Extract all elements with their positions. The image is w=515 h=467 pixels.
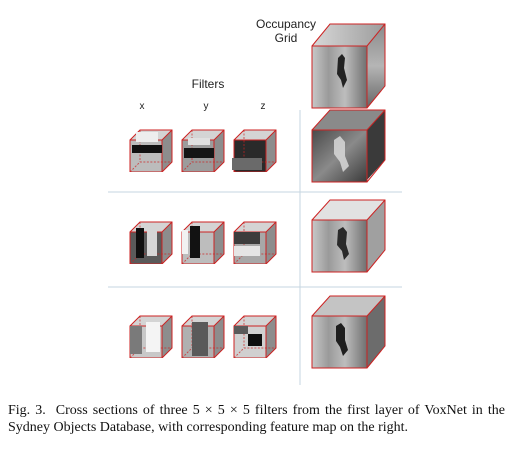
feature-map-cube-row1 bbox=[311, 109, 386, 183]
figure-number: Fig. 3. bbox=[8, 403, 46, 418]
filters-label: Filters bbox=[191, 77, 225, 91]
axis-label-z: z bbox=[260, 101, 266, 112]
axis-label-x: x bbox=[139, 101, 145, 112]
figure-caption: Fig. 3.Cross sections of three 5 × 5 × 5… bbox=[8, 402, 505, 436]
filter-cube-row1-x bbox=[129, 129, 173, 172]
occupancy-grid-label: Occupancy Grid bbox=[246, 17, 326, 45]
feature-map-cube-row2 bbox=[311, 199, 386, 273]
filter-cube-row3-y bbox=[181, 315, 225, 358]
filter-cube-row2-y bbox=[181, 221, 225, 264]
caption-text: Cross sections of three 5 × 5 × 5 filter… bbox=[8, 403, 505, 435]
occupancy-grid-label-line1: Occupancy bbox=[255, 17, 317, 31]
figure-graphic bbox=[108, 23, 402, 385]
occupancy-grid-label-line2: Grid bbox=[274, 31, 298, 45]
axis-label-y: y bbox=[203, 101, 209, 112]
filter-cube-row1-z bbox=[232, 129, 277, 172]
filter-cube-row3-x bbox=[129, 315, 173, 358]
filter-cube-row2-x bbox=[129, 221, 173, 264]
filter-cube-row2-z bbox=[233, 221, 277, 264]
filter-cube-row1-y bbox=[181, 129, 225, 172]
occupancy-grid-cube bbox=[311, 23, 386, 109]
filter-cube-row3-z bbox=[233, 315, 277, 358]
feature-map-cube-row3 bbox=[311, 295, 386, 369]
